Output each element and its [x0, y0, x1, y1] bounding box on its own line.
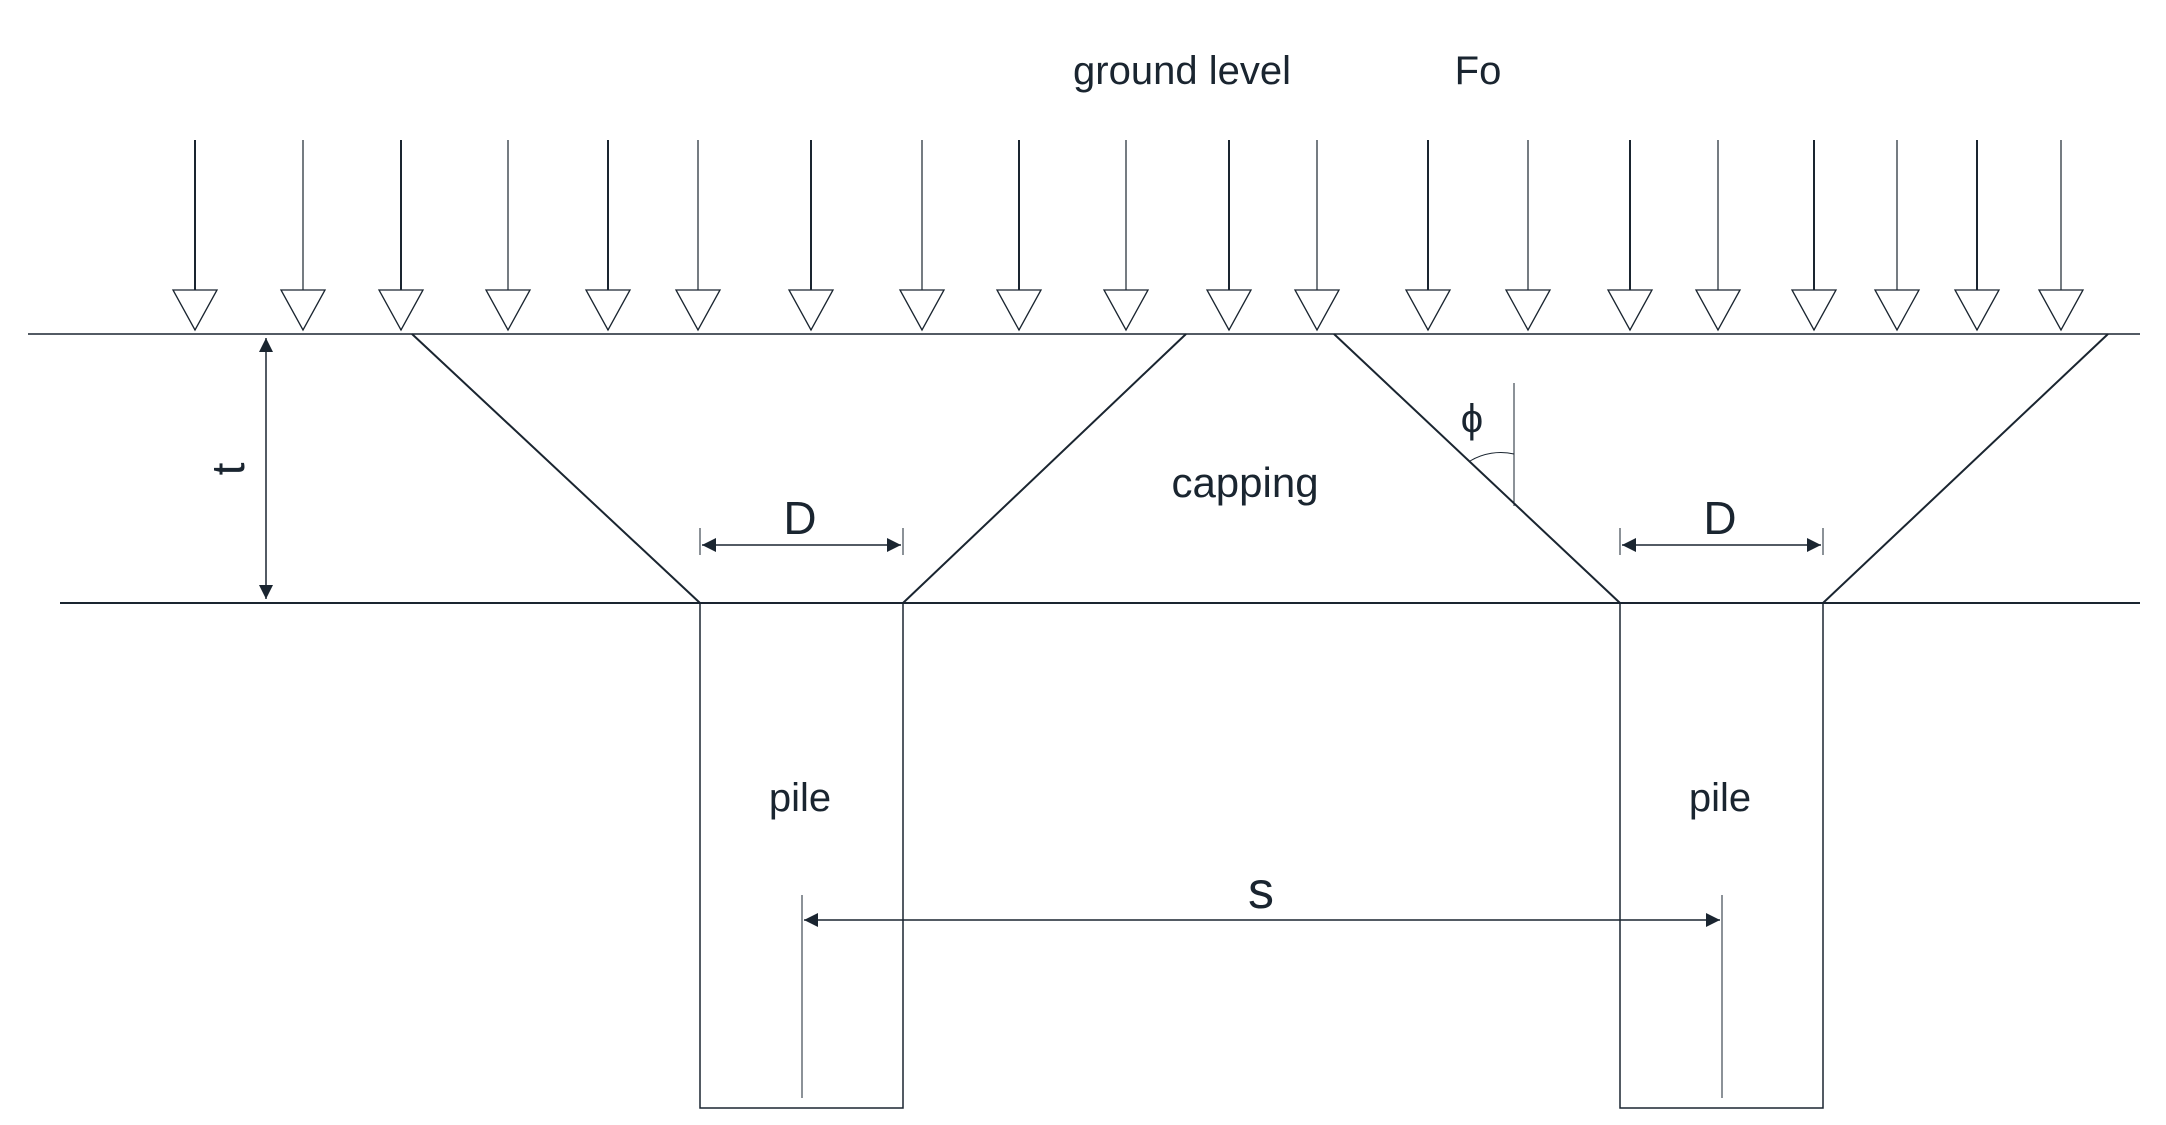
load-arrow: [1694, 140, 1742, 332]
depth-label: t: [202, 462, 254, 475]
pile-label-right: pile: [1689, 776, 1751, 820]
load-arrow: [787, 140, 835, 332]
load-arrow: [1293, 140, 1341, 332]
load-arrow: [1606, 140, 1654, 332]
load-arrow: [377, 140, 425, 332]
ground-level-label: ground level: [1073, 49, 1291, 93]
load-arrow: [1504, 140, 1552, 332]
load-arrow: [2037, 140, 2085, 332]
load-arrow: [1205, 140, 1253, 332]
load-arrow: [484, 140, 532, 332]
capping-label: capping: [1171, 459, 1318, 506]
load-label: Fo: [1455, 49, 1502, 93]
angle-arc: [1469, 452, 1515, 462]
load-arrow: [1790, 140, 1838, 332]
load-arrow: [674, 140, 722, 332]
distributed-load-arrows: [171, 140, 2085, 332]
diameter-label-right: D: [1703, 492, 1736, 544]
load-arrow: [279, 140, 327, 332]
load-arrow: [584, 140, 632, 332]
diameter-label-left: D: [783, 492, 816, 544]
load-arrow: [995, 140, 1043, 332]
load-spread-lines: [411, 333, 2109, 604]
load-arrow: [1102, 140, 1150, 332]
pile-label-left: pile: [769, 776, 831, 820]
load-arrow: [1873, 140, 1921, 332]
spacing-label: s: [1248, 862, 1274, 920]
load-arrow: [171, 140, 219, 332]
angle-label: ϕ: [1461, 397, 1483, 441]
pile-left: [699, 602, 904, 1109]
load-arrow: [1953, 140, 2001, 332]
pile-right: [1619, 602, 1824, 1109]
load-arrow: [1404, 140, 1452, 332]
load-arrow: [898, 140, 946, 332]
